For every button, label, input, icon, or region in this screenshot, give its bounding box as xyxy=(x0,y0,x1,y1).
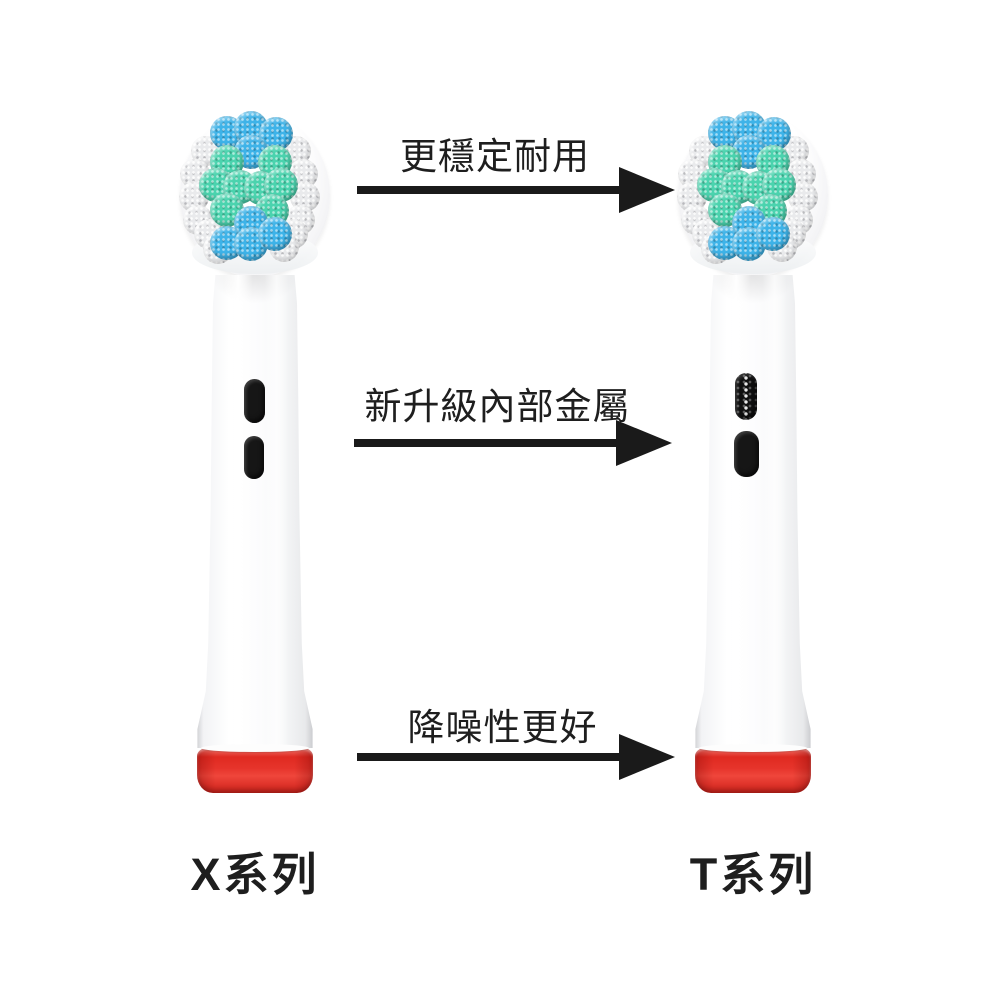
series-label-right: T系列 xyxy=(689,849,817,900)
bristle-tuft xyxy=(257,217,292,252)
arrow-icon xyxy=(354,420,672,466)
stem-marking xyxy=(244,379,265,423)
arrow-icon xyxy=(357,734,675,780)
bristle-tuft xyxy=(755,217,790,252)
toothbrush-right: T系列 xyxy=(638,105,868,905)
annotation-label: 新升級內部金屬 xyxy=(364,386,631,427)
annotation-label: 更穩定耐用 xyxy=(400,136,590,177)
annotation-label: 降噪性更好 xyxy=(407,707,598,748)
brush-stem xyxy=(695,275,811,748)
stem-marking xyxy=(734,431,759,477)
brush-head xyxy=(178,110,330,277)
arrow-icon xyxy=(357,167,675,213)
metal-texture-marking xyxy=(735,373,757,420)
stem-marking xyxy=(244,436,264,479)
series-label-left: X系列 xyxy=(190,849,320,900)
brush-stem xyxy=(197,275,313,748)
brush-head xyxy=(676,110,828,277)
base-ring xyxy=(695,744,811,793)
toothbrush-left: X系列 xyxy=(140,105,370,905)
base-ring xyxy=(197,744,313,793)
